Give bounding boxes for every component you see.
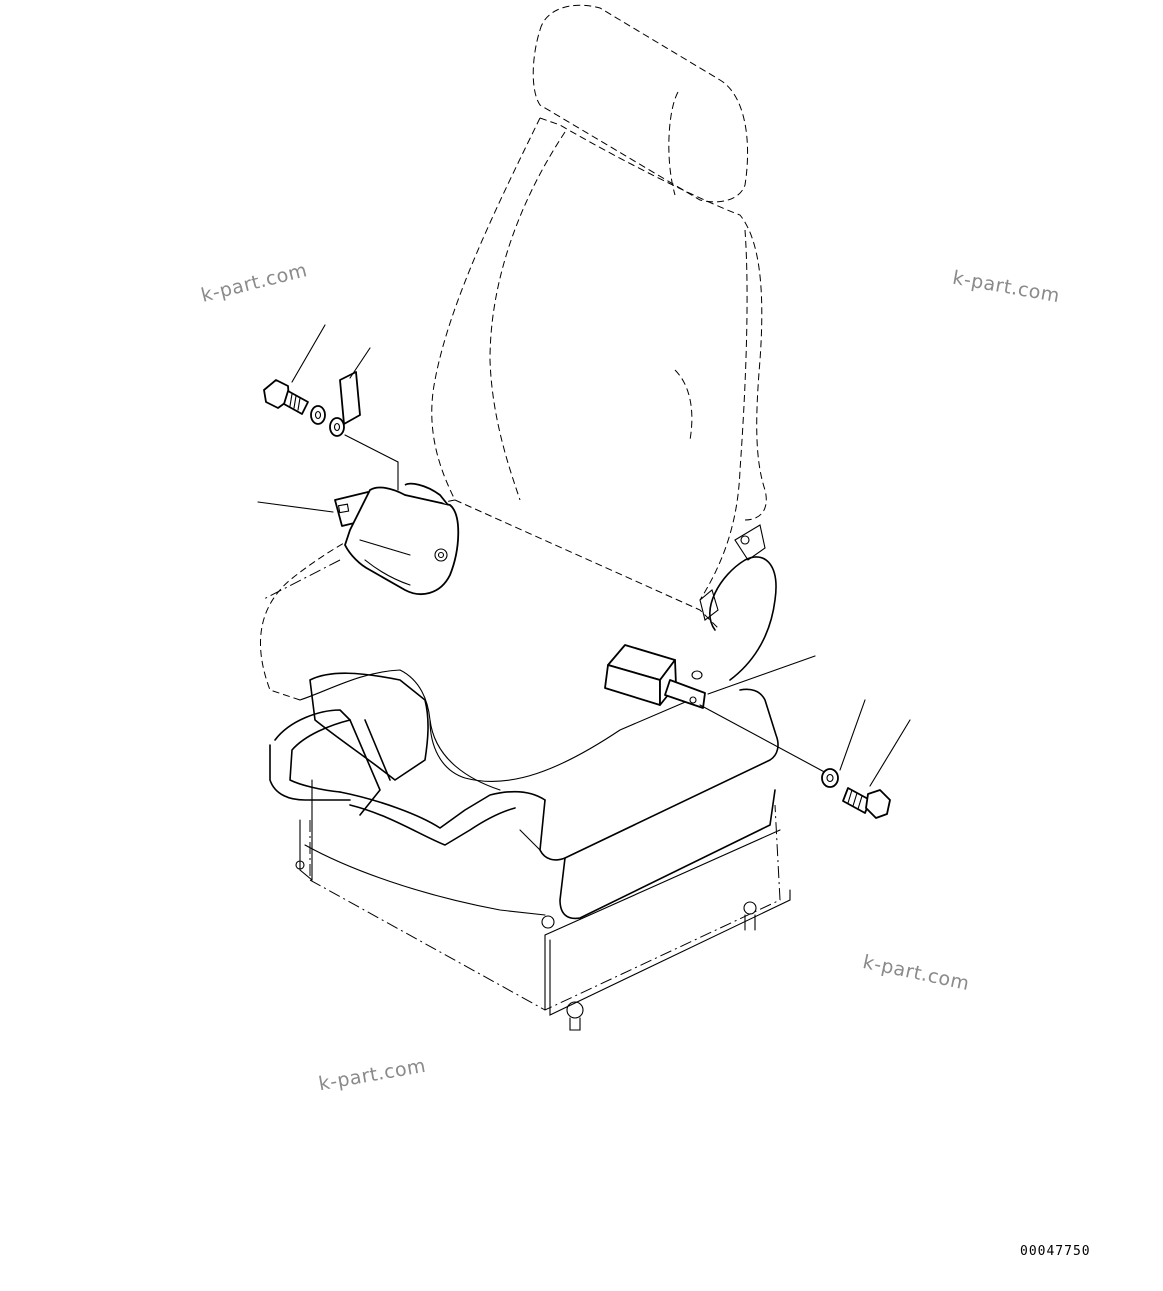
left-fasteners	[257, 324, 399, 513]
seat-frame	[269, 672, 546, 881]
right-belt-retractor	[604, 644, 831, 776]
bolt-left	[263, 379, 309, 415]
right-armrest	[691, 524, 777, 681]
backrest-outline	[431, 117, 767, 601]
seat-cushion-outline	[260, 499, 721, 791]
spacer-left	[329, 371, 361, 437]
bolt-right	[842, 787, 891, 819]
left-belt-buckle	[261, 482, 460, 601]
seat-pan-box	[304, 688, 779, 920]
headrest-outline	[532, 4, 749, 203]
drawing-number: 00047750	[1020, 1244, 1091, 1259]
right-fasteners	[821, 699, 911, 819]
washer-right	[821, 768, 839, 788]
washer-left	[310, 405, 326, 425]
suspension-base	[295, 804, 791, 1031]
